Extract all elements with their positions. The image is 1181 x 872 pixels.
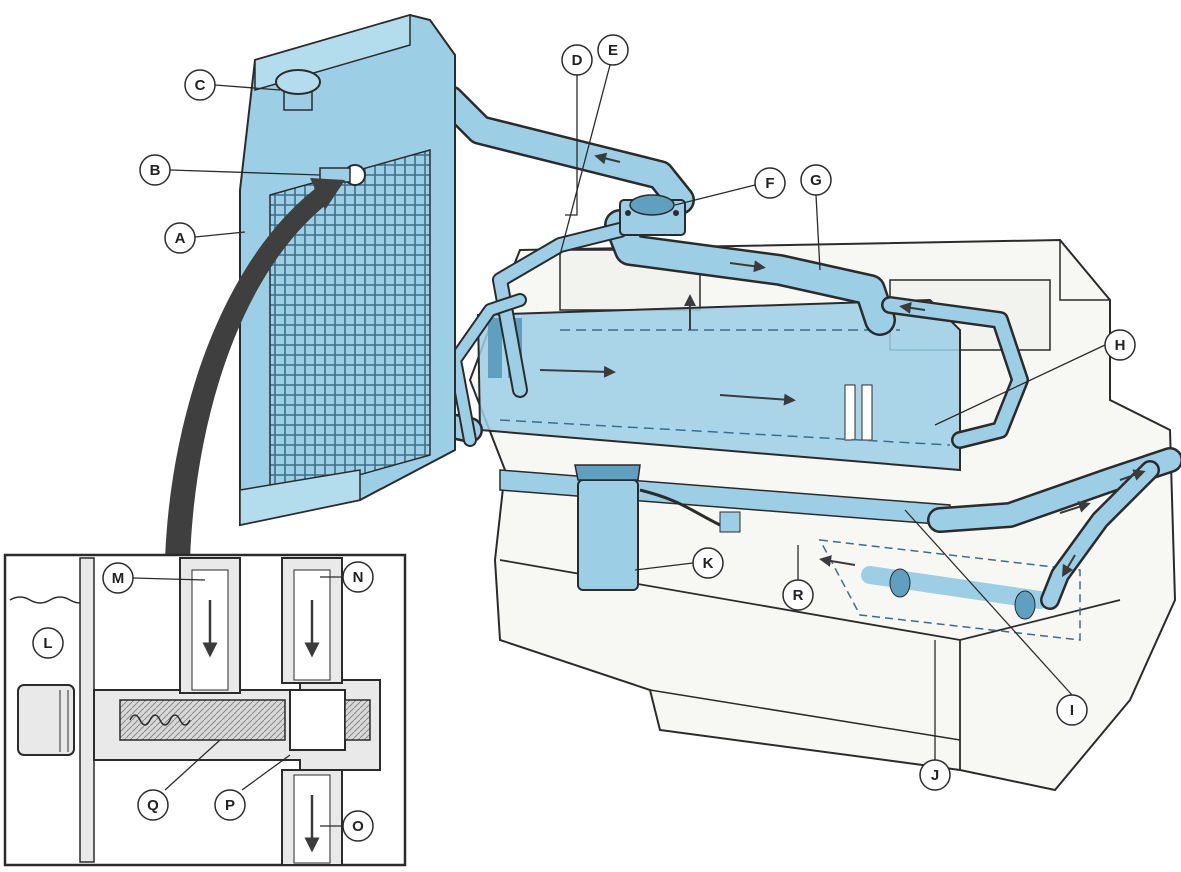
coolant-filter	[574, 464, 741, 591]
callout-Q: Q	[137, 789, 169, 821]
callout-D-label: D	[572, 52, 583, 69]
callout-J-label: J	[931, 767, 939, 784]
callout-C: C	[184, 69, 216, 101]
detail-pointer-arrow	[165, 178, 345, 560]
radiator	[239, 13, 456, 527]
callout-A: A	[164, 222, 196, 254]
callout-R: R	[782, 579, 814, 611]
callout-G: G	[800, 164, 832, 196]
callout-B-label: B	[150, 162, 161, 179]
callout-A-label: A	[175, 230, 186, 247]
callout-F: F	[754, 167, 786, 199]
leader-lines	[132, 64, 1106, 827]
callout-C-label: C	[195, 77, 206, 94]
callouts: A B C D E F G H I J K L M N O P Q R	[32, 34, 1136, 842]
callout-O-label: O	[352, 818, 364, 835]
callout-R-label: R	[793, 587, 804, 604]
callout-F-label: F	[765, 175, 774, 192]
callout-Q-label: Q	[147, 797, 159, 814]
callout-B: B	[139, 154, 171, 186]
callout-E: E	[597, 34, 629, 66]
callout-H: H	[1104, 329, 1136, 361]
callout-N: N	[342, 561, 374, 593]
callout-L: L	[32, 627, 64, 659]
callout-H-label: H	[1115, 337, 1126, 354]
valve-detail-inset	[3, 553, 407, 867]
cylinder-head-jacket	[476, 298, 961, 472]
callout-D: D	[561, 44, 593, 76]
callout-M: M	[102, 562, 134, 594]
callout-M-label: M	[112, 570, 125, 587]
callout-L-label: L	[43, 635, 52, 652]
callout-G-label: G	[810, 172, 822, 189]
callout-E-label: E	[608, 42, 618, 59]
callout-O: O	[342, 810, 374, 842]
callout-N-label: N	[353, 569, 364, 586]
thermostat-housing	[619, 194, 686, 236]
callout-I: I	[1056, 694, 1088, 726]
callout-K: K	[692, 547, 724, 579]
callout-P: P	[214, 789, 246, 821]
callout-J: J	[919, 759, 951, 791]
callout-P-label: P	[225, 797, 235, 814]
radiator-cap	[275, 69, 321, 111]
callout-I-label: I	[1070, 702, 1074, 719]
callout-K-label: K	[703, 555, 714, 572]
